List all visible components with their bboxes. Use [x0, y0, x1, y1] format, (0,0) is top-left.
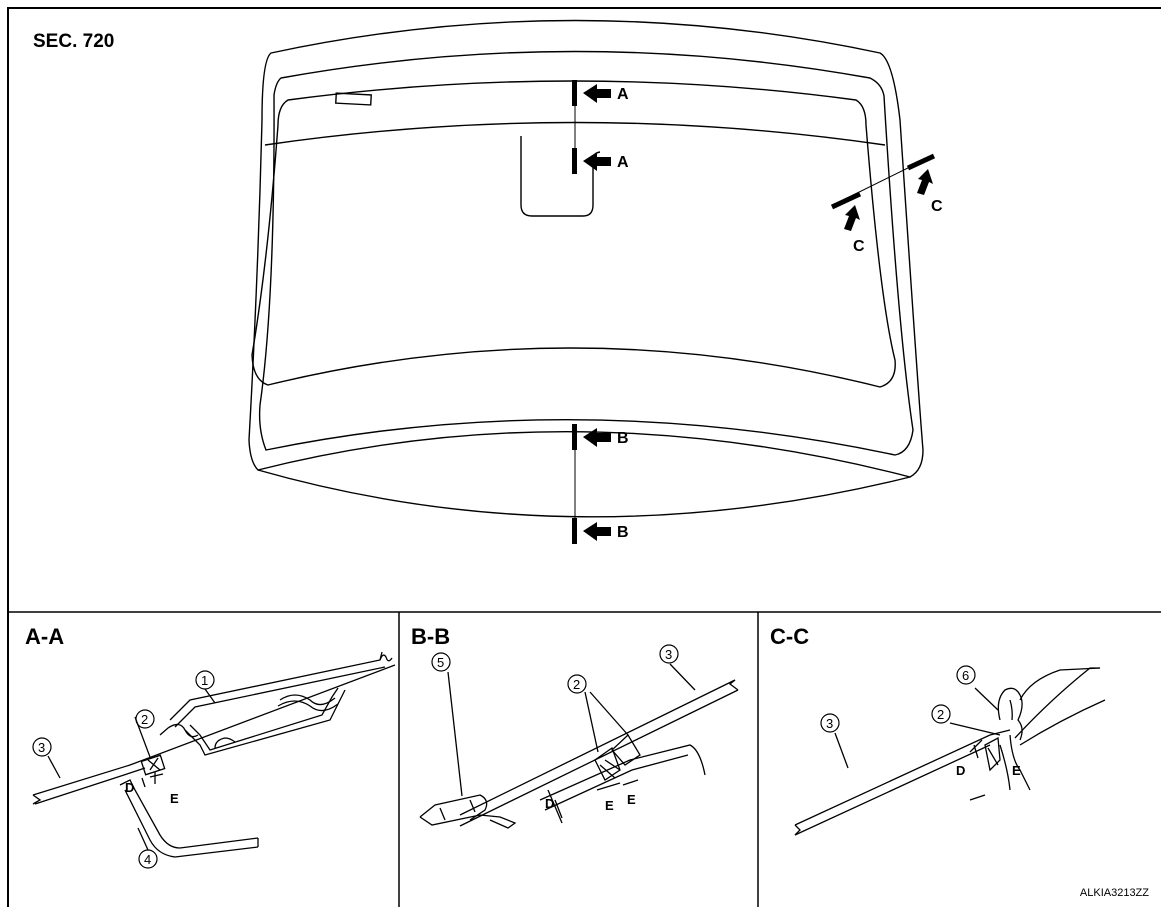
- callout-c-3: 3: [826, 716, 833, 731]
- arrow-c-right: [917, 169, 933, 195]
- image-code: ALKIA3213ZZ: [1079, 887, 1149, 899]
- section-c-c-drawing: [794, 667, 1106, 836]
- dim-a-d: D: [125, 780, 134, 795]
- section-number: SEC. 720: [33, 31, 115, 52]
- arrow-a-mid: [583, 152, 611, 171]
- callout-b-3: 3: [665, 647, 672, 662]
- arrow-c-left: [844, 205, 860, 231]
- section-a-a-callouts: [32, 670, 215, 869]
- callout-a-3: 3: [38, 740, 45, 755]
- arrow-b-top: [583, 428, 611, 447]
- section-marks: [572, 80, 936, 544]
- callout-a-2: 2: [141, 712, 148, 727]
- dim-c-d: D: [956, 763, 965, 778]
- marker-b-bottom: B: [617, 524, 629, 541]
- dim-c-e: E: [1012, 763, 1021, 778]
- marker-c-right: C: [931, 198, 943, 215]
- marker-a-top: A: [617, 86, 629, 103]
- callout-a-1: 1: [201, 673, 208, 688]
- marker-c-left: C: [853, 238, 865, 255]
- panel-title-c-c: C-C: [770, 624, 810, 649]
- callout-b-2: 2: [573, 677, 580, 692]
- dim-b-d: D: [545, 796, 554, 811]
- callout-c-2: 2: [937, 707, 944, 722]
- arrow-a-top: [583, 84, 611, 103]
- callout-b-5: 5: [437, 655, 444, 670]
- panel-title-a-a: A-A: [25, 624, 65, 649]
- callout-c-6: 6: [962, 668, 969, 683]
- marker-a-mid: A: [617, 154, 629, 171]
- dim-b-e1: E: [605, 798, 614, 813]
- outer-border: [7, 7, 1161, 907]
- dim-a-e: E: [170, 791, 179, 806]
- windshield: [248, 19, 924, 518]
- callout-a-4: 4: [144, 852, 151, 867]
- marker-b-top: B: [617, 430, 629, 447]
- panel-title-b-b: B-B: [411, 624, 451, 649]
- arrow-b-bottom: [583, 522, 611, 541]
- section-a-a-drawing: [32, 651, 396, 858]
- section-b-b-drawing: [419, 663, 739, 829]
- dim-b-e2: E: [627, 792, 636, 807]
